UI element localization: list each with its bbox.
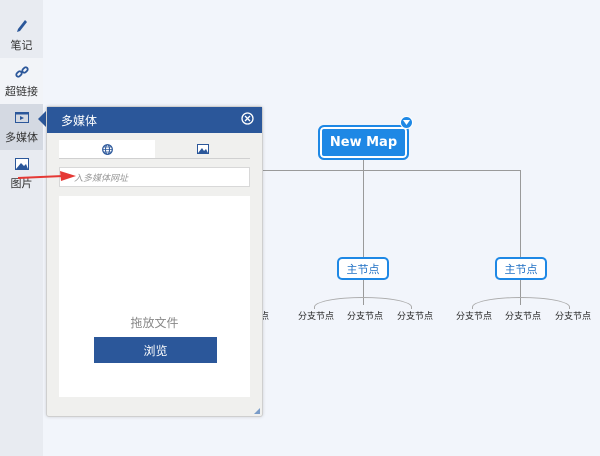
main-node[interactable]: 主节点 [337,257,389,280]
sub-node[interactable]: 分支节点 [456,312,493,322]
branch-arc [314,297,412,309]
branch-arc [472,297,570,309]
tab-local-image[interactable] [155,140,250,158]
media-tabs [59,140,250,159]
red-arrow-icon [18,171,76,181]
root-dropdown[interactable] [400,116,413,129]
sub-node[interactable]: 分支节点 [397,312,434,322]
file-drop-area[interactable]: 拖放文件 浏览 [59,196,250,397]
sidebar-item-image[interactable]: 图片 [0,150,43,196]
close-circle-icon[interactable] [241,112,254,128]
link-icon [14,64,29,80]
sidebar-item-label: 笔记 [10,38,33,52]
sidebar-item-label: 超链接 [5,84,38,98]
sidebar-item-hyperlink[interactable]: 超链接 [0,58,43,104]
main-node[interactable]: 主节点 [495,257,547,280]
tab-web-url[interactable] [59,140,155,158]
multimedia-panel: 多媒体 入多媒体网址 拖放文件 浏览 [46,106,263,417]
connector-line [520,170,521,305]
media-icon [14,110,29,126]
panel-title: 多媒体 [61,113,98,128]
sidebar-item-label: 多媒体 [5,130,38,144]
sub-node-partial[interactable]: 点 [260,312,270,322]
image-icon [14,156,29,172]
sidebar-item-notes[interactable]: 笔记 [0,12,43,58]
sidebar-item-multimedia[interactable]: 多媒体 [0,104,43,150]
sub-node[interactable]: 分支节点 [505,312,542,322]
sub-node[interactable]: 分支节点 [555,312,592,322]
root-node[interactable]: New Map [318,125,409,160]
sub-node[interactable]: 分支节点 [298,312,335,322]
sub-node[interactable]: 分支节点 [347,312,384,322]
image-icon [196,144,209,154]
media-url-input[interactable]: 入多媒体网址 [59,167,250,187]
pencil-icon [16,18,28,34]
sidebar-item-label: 图片 [10,176,33,190]
drop-label: 拖放文件 [130,316,179,330]
sidebar: 笔记 超链接 多媒体 图片 [0,0,43,456]
globe-icon [101,143,113,155]
panel-pointer [38,110,47,128]
chevron-down-icon [403,120,410,125]
connector-line [363,160,364,305]
resize-handle[interactable] [254,408,260,414]
panel-header: 多媒体 [47,107,262,133]
browse-button[interactable]: 浏览 [94,337,217,363]
